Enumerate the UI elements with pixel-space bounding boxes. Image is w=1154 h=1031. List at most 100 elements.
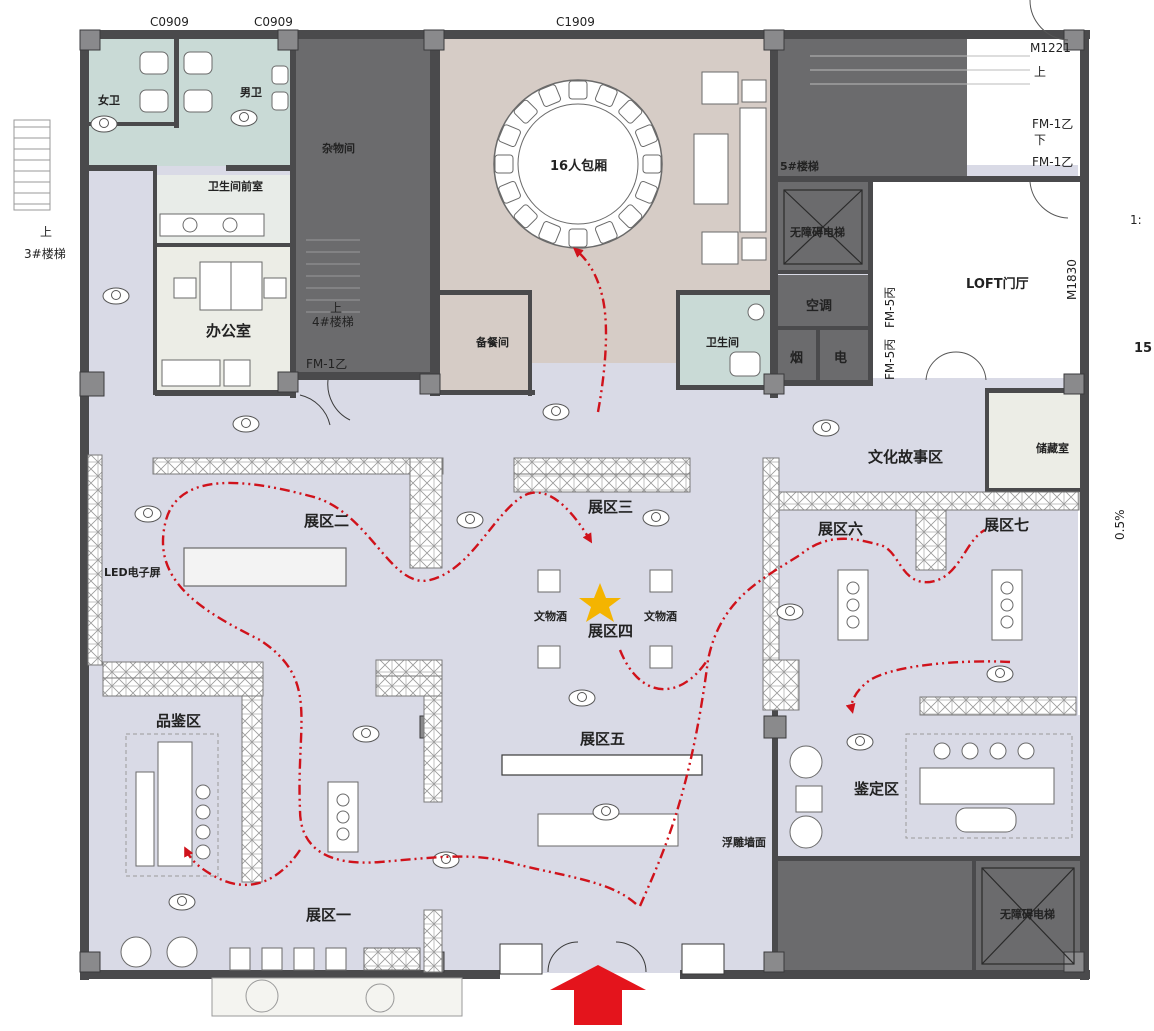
loft-hall-area <box>870 182 1080 378</box>
person-head <box>143 508 153 518</box>
label-zone6: 展区六 <box>818 520 863 538</box>
label-relic-wine-right: 文物酒 <box>644 609 677 623</box>
elevator-shafts <box>783 189 1075 965</box>
label-m1221: M1221 <box>1030 41 1071 55</box>
label-fm1-left: FM-1乙 <box>306 357 347 371</box>
label-relic-wine-left: 文物酒 <box>534 609 567 623</box>
dining-chairs <box>494 80 662 248</box>
label-tasting: 品鉴区 <box>156 712 201 730</box>
dining-chair <box>594 221 618 244</box>
display-cabinets <box>87 454 1080 973</box>
label-zone5: 展区五 <box>580 730 625 748</box>
label-stair4: 4#楼梯 <box>312 314 354 329</box>
person-head <box>821 422 831 432</box>
label-electric: 电 <box>834 350 847 366</box>
label-edge-number: 15 <box>1134 341 1152 356</box>
stair5-landing <box>887 38 967 178</box>
dining-chair <box>568 80 588 100</box>
label-fm5-b: FM-5丙 <box>883 339 897 380</box>
label-c0909-a: C0909 <box>150 15 189 29</box>
label-m1830: M1830 <box>1065 259 1079 300</box>
dining-chair <box>618 204 643 229</box>
label-culture-story: 文化故事区 <box>868 448 943 466</box>
label-stair5-up: 上 <box>1034 65 1046 79</box>
stair5-area <box>775 38 887 178</box>
label-elevator-top: 无障碍电梯 <box>789 225 845 239</box>
aircon-area <box>778 275 868 327</box>
storage-room-area <box>988 392 1080 490</box>
person-head <box>995 668 1005 678</box>
dining-chair <box>642 154 662 174</box>
label-zone7: 展区七 <box>984 516 1029 534</box>
label-led-screen: LED电子屏 <box>104 565 161 579</box>
label-c0909-b: C0909 <box>254 15 293 29</box>
person-head <box>99 118 109 128</box>
prep-room-area <box>440 294 530 394</box>
dining-chair <box>494 154 514 174</box>
dining-chair <box>635 180 658 204</box>
entrance-doors <box>299 379 725 975</box>
label-fm5-a: FM-5丙 <box>883 287 897 328</box>
dining-chair <box>568 228 588 248</box>
label-edge-scale: 1: <box>1130 213 1142 227</box>
visitor-route <box>161 247 1011 907</box>
label-c1909: C1909 <box>556 15 595 29</box>
label-zone1: 展区一 <box>306 906 351 924</box>
smoke-area <box>778 330 818 382</box>
person-head <box>601 806 611 816</box>
label-slope: 0.5% <box>1113 510 1127 541</box>
label-elevator-bottom: 无障碍电梯 <box>999 907 1055 921</box>
label-fm1-a: FM-1乙 <box>1032 117 1073 131</box>
label-smoke: 烟 <box>790 351 803 366</box>
side-doors <box>925 0 1069 381</box>
label-stair5-down: 下 <box>1034 133 1046 147</box>
label-stair3: 3#楼梯 <box>24 246 66 261</box>
service-area-bottom <box>778 860 974 972</box>
person-head <box>551 406 561 416</box>
dining-chair <box>538 84 562 107</box>
dining-chair <box>635 124 658 148</box>
label-appraisal: 鉴定区 <box>853 780 899 798</box>
label-zone3: 展区三 <box>588 498 633 516</box>
label-stair4-up: 上 <box>330 301 342 315</box>
label-zone4: 展区四 <box>588 622 633 640</box>
label-restroom-lobby: 卫生间前室 <box>208 179 263 193</box>
dining-chair <box>594 84 618 107</box>
round-dining-table <box>493 79 663 249</box>
label-mens-wc: 男卫 <box>240 86 262 99</box>
label-storage-room: 储藏室 <box>1036 441 1069 455</box>
label-fm1-b: FM-1乙 <box>1032 155 1073 169</box>
walls <box>80 30 1090 980</box>
office-furniture <box>161 261 287 387</box>
person-head <box>441 854 451 864</box>
label-womens-wc: 女卫 <box>98 93 120 107</box>
label-aircon: 空调 <box>806 298 832 314</box>
label-loft-hall: LOFT门厅 <box>966 276 1029 292</box>
label-stair3-up: 上 <box>40 225 52 239</box>
feature-star <box>579 583 621 622</box>
storage-misc-area <box>296 38 434 378</box>
stair-treads <box>13 55 1030 313</box>
person-head <box>111 290 121 300</box>
person-head <box>785 606 795 616</box>
label-storage-misc: 杂物间 <box>322 141 355 155</box>
toilet-fixtures <box>139 51 765 377</box>
person-head <box>577 692 587 702</box>
person-head <box>651 512 661 522</box>
people-figures <box>90 109 1014 911</box>
person-head <box>239 112 249 122</box>
label-prep-room: 备餐间 <box>475 335 509 349</box>
label-private-room: 16人包厢 <box>550 158 607 174</box>
label-zone2: 展区二 <box>304 512 349 530</box>
label-stair5: 5#楼梯 <box>780 159 819 173</box>
label-relief-wall: 浮雕墙面 <box>722 835 766 849</box>
lounge-sofa-set <box>693 71 767 265</box>
dining-chair <box>513 99 538 124</box>
dining-chair <box>498 180 521 204</box>
storefront-planter <box>211 977 463 1017</box>
entrance-arrow <box>550 965 646 1025</box>
person-head <box>361 728 371 738</box>
person-head <box>241 418 251 428</box>
electric-area <box>820 330 868 382</box>
